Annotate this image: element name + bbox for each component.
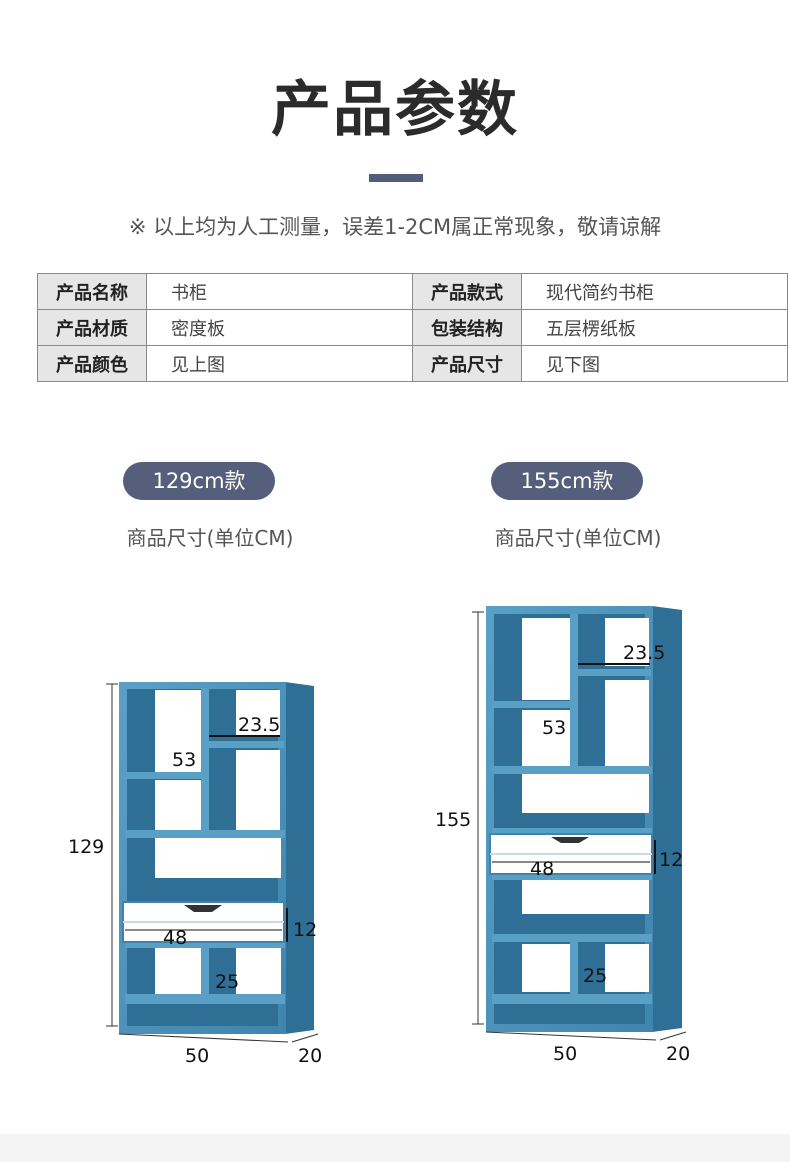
unit-label-left: 商品尺寸(单位CM) [126,526,294,550]
dim-shelf-width: 23.5 [238,714,280,736]
dim-shelf-height: 53 [172,749,196,771]
side-panel [652,606,682,1032]
side-panel [285,682,314,1034]
dim-drawer-width: 48 [530,858,554,880]
spec-key: 产品尺寸 [412,345,522,382]
spec-row: 产品材质 密度板 包装结构 五层楞纸板 [37,309,788,346]
bottom-divider [0,1134,790,1162]
bookcase-diagrams: 129 50 20 23.5 53 48 12 25 [68,606,690,1067]
spec-key: 产品颜色 [37,345,147,382]
dim-shelf-width: 23.5 [623,642,665,664]
dim-depth: 20 [666,1043,690,1065]
title-underline [369,174,423,182]
page-title: 产品参数 [271,75,519,145]
dim-height: 155 [435,809,471,831]
spec-value: 密度板 [146,309,413,346]
spec-row: 产品颜色 见上图 产品尺寸 见下图 [37,345,788,382]
spec-table: 产品名称 书柜 产品款式 现代简约书柜 产品材质 密度板 包装结构 五层楞纸板 … [37,273,788,382]
variant-pill-129: 129cm款 [123,462,275,500]
bookcase-155: 155 50 20 23.5 53 48 12 25 [435,606,690,1065]
measurement-note: ※ 以上均为人工测量，误差1-2CM属正常现象，敬请谅解 [128,215,662,239]
dim-drawer-width: 48 [163,927,187,949]
dim-bottom-cell: 25 [215,971,239,993]
unit-label-right: 商品尺寸(单位CM) [494,526,662,550]
dim-depth: 20 [298,1045,322,1067]
dim-drawer-height: 12 [293,919,317,941]
spec-key: 包装结构 [412,309,522,346]
spec-key: 产品款式 [412,273,522,310]
spec-value: 见上图 [146,345,413,382]
spec-value: 五层楞纸板 [521,309,788,346]
drawer-handle [184,905,222,912]
dim-bottom-cell: 25 [583,965,607,987]
spec-row: 产品名称 书柜 产品款式 现代简约书柜 [37,273,788,310]
dim-width: 50 [185,1045,209,1067]
drawer-handle [551,837,589,843]
dim-height: 129 [68,836,104,858]
spec-key: 产品材质 [37,309,147,346]
spec-value: 书柜 [146,273,413,310]
dim-width: 50 [553,1043,577,1065]
spec-key: 产品名称 [37,273,147,310]
spec-value: 现代简约书柜 [521,273,788,310]
dim-shelf-height: 53 [542,717,566,739]
dim-drawer-height: 12 [659,849,683,871]
spec-value: 见下图 [521,345,788,382]
variant-pill-155: 155cm款 [491,462,643,500]
bookcase-129: 129 50 20 23.5 53 48 12 25 [68,682,322,1067]
